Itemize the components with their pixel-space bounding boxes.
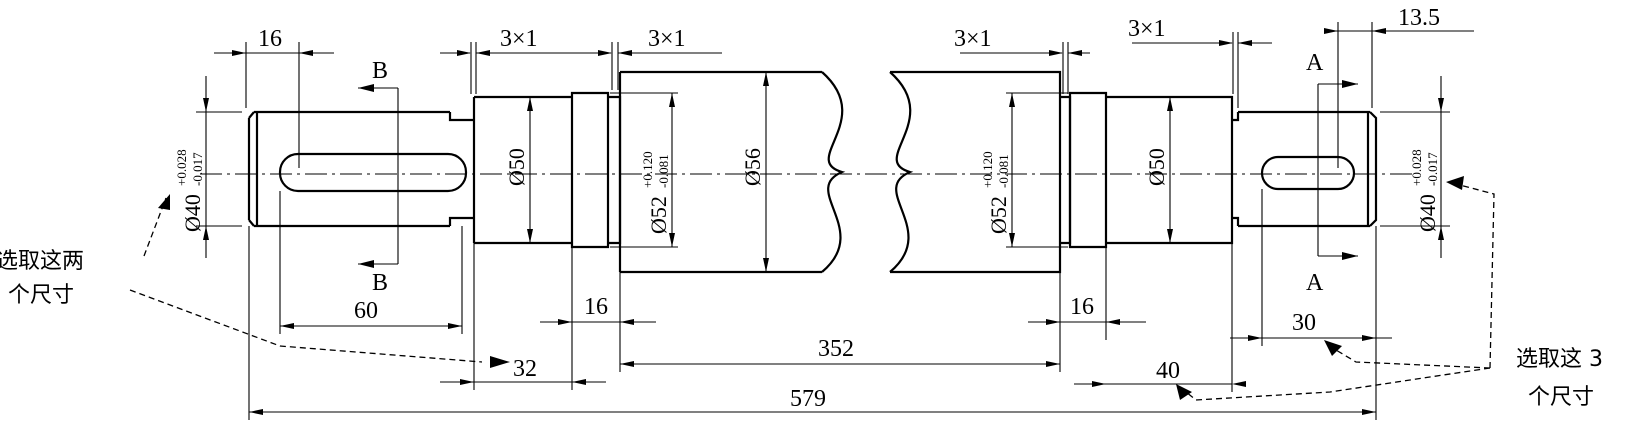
dia-left-end-upper: +0.028 bbox=[174, 149, 189, 186]
shaft-outline bbox=[247, 70, 1378, 274]
section-b-top: B bbox=[372, 58, 388, 84]
dimension-lines bbox=[196, 22, 1474, 420]
dim-352: 352 bbox=[818, 336, 854, 362]
note-left-line2: 个尺寸 bbox=[8, 283, 74, 308]
note-right-line2: 个尺寸 bbox=[1528, 385, 1594, 410]
dim-3x1-c: 3×1 bbox=[954, 26, 992, 52]
dia-right-end-lower: -0.017 bbox=[1425, 152, 1440, 186]
dim-40: 40 bbox=[1156, 358, 1180, 384]
dia-right-end-base: Ø40 bbox=[1415, 194, 1440, 232]
dia-left-end: Ø40 +0.028 -0.017 bbox=[174, 149, 205, 232]
annotation-leaders bbox=[129, 176, 1495, 401]
dia-left-seat-upper: +0.120 bbox=[640, 151, 655, 188]
dim-30: 30 bbox=[1292, 310, 1316, 336]
dim-60: 60 bbox=[354, 298, 378, 324]
dim-16-top-left: 16 bbox=[258, 26, 282, 52]
dim-3x1-b: 3×1 bbox=[648, 26, 686, 52]
dia-left-end-lower: -0.017 bbox=[190, 152, 205, 186]
dia-right-end-upper: +0.028 bbox=[1409, 149, 1424, 186]
dia-left-seat-lower: -0.081 bbox=[656, 154, 671, 188]
dia-right-seat-base: Ø52 bbox=[986, 196, 1011, 234]
dim-579: 579 bbox=[790, 386, 826, 412]
dia-right-journal: Ø50 bbox=[1144, 148, 1169, 186]
arrowheads bbox=[203, 28, 1444, 415]
section-labels: B B A A bbox=[372, 50, 1324, 296]
dim-3x1-d: 3×1 bbox=[1128, 16, 1166, 42]
dia-right-seat: Ø52 +0.120 -0.081 bbox=[980, 151, 1011, 234]
dim-13-5: 13.5 bbox=[1398, 5, 1440, 31]
dia-center: Ø56 bbox=[740, 148, 765, 186]
note-right-line1: 选取这 3 bbox=[1516, 347, 1603, 372]
dia-left-journal-base: Ø50 bbox=[504, 148, 529, 186]
dim-32: 32 bbox=[513, 356, 537, 382]
dia-left-journal: Ø50 bbox=[504, 148, 529, 186]
dia-left-end-base: Ø40 bbox=[180, 194, 205, 232]
dim-16-mid-left: 16 bbox=[584, 294, 608, 320]
dim-16-mid-right: 16 bbox=[1070, 294, 1094, 320]
dia-center-base: Ø56 bbox=[740, 148, 765, 186]
section-a-top: A bbox=[1306, 50, 1324, 76]
dia-left-seat: Ø52 +0.120 -0.081 bbox=[640, 151, 671, 234]
dimension-labels: 16 3×1 3×1 3×1 3×1 13.5 60 32 16 352 16 … bbox=[174, 5, 1440, 412]
notes: 选取这两 个尺寸 选取这 3 个尺寸 bbox=[0, 249, 1603, 410]
note-left-line1: 选取这两 bbox=[0, 249, 84, 274]
dia-right-seat-upper: +0.120 bbox=[980, 151, 995, 188]
section-b-bottom: B bbox=[372, 270, 388, 296]
dia-right-end: Ø40 +0.028 -0.017 bbox=[1409, 149, 1440, 232]
dim-3x1-a: 3×1 bbox=[500, 26, 538, 52]
section-a-bottom: A bbox=[1306, 270, 1324, 296]
dia-right-journal-base: Ø50 bbox=[1144, 148, 1169, 186]
dia-right-seat-lower: -0.081 bbox=[996, 154, 1011, 188]
dia-left-seat-base: Ø52 bbox=[646, 196, 671, 234]
